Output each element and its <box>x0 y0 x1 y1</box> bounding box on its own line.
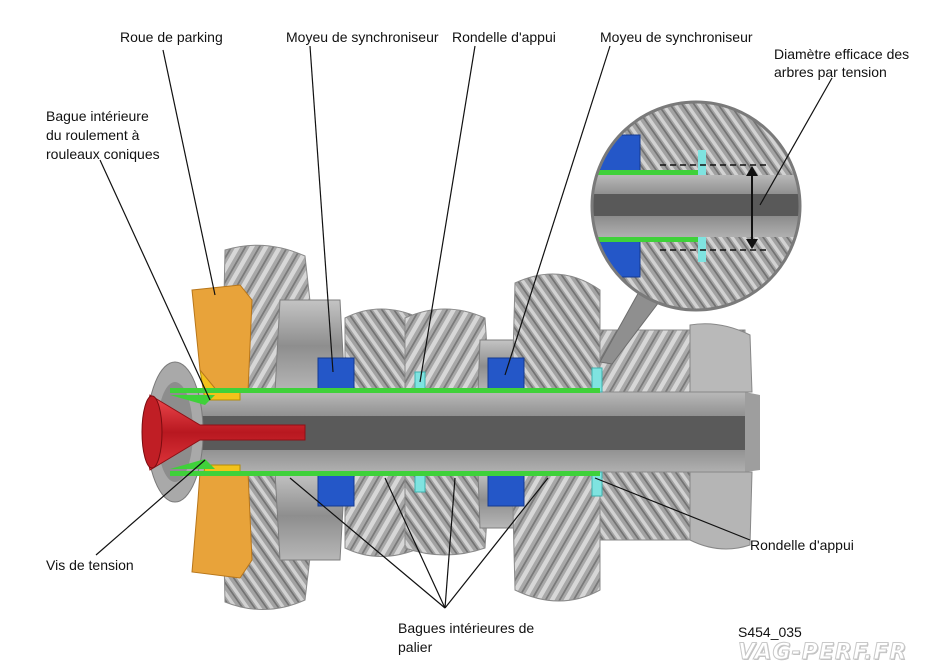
parking-wheel <box>191 284 253 579</box>
label-parking-wheel: Roue de parking <box>120 29 223 45</box>
label-thrust-washer-right: Rondelle d'appui <box>750 537 854 553</box>
synchro-hubs <box>317 357 525 507</box>
label-effective-diameter-line2: arbres par tension <box>774 64 887 80</box>
gear-set-bottom <box>221 471 753 610</box>
tension-screw <box>141 394 306 471</box>
label-bearing-line3: rouleaux coniques <box>46 146 160 162</box>
label-bearing-line1: Bague intérieure <box>46 108 149 124</box>
figure-code: S454_035 <box>738 624 802 640</box>
leader-lines <box>95 45 833 609</box>
watermark-logo: VAG-PERF.FR <box>737 640 908 666</box>
label-bearing-rings-line1: Bagues intérieures de <box>398 620 535 636</box>
label-synchro-hub-2: Moyeu de synchroniseur <box>600 29 753 45</box>
label-thrust-washer-top: Rondelle d'appui <box>452 29 556 45</box>
label-bearing-line2: du roulement à <box>46 127 140 143</box>
label-bearing-rings-line2: palier <box>398 639 433 655</box>
label-synchro-hub-1: Moyeu de synchroniseur <box>286 29 439 45</box>
label-tension-screw: Vis de tension <box>46 557 134 573</box>
label-effective-diameter-line1: Diamètre efficace des <box>774 46 910 62</box>
magnifier-detail <box>590 100 802 312</box>
